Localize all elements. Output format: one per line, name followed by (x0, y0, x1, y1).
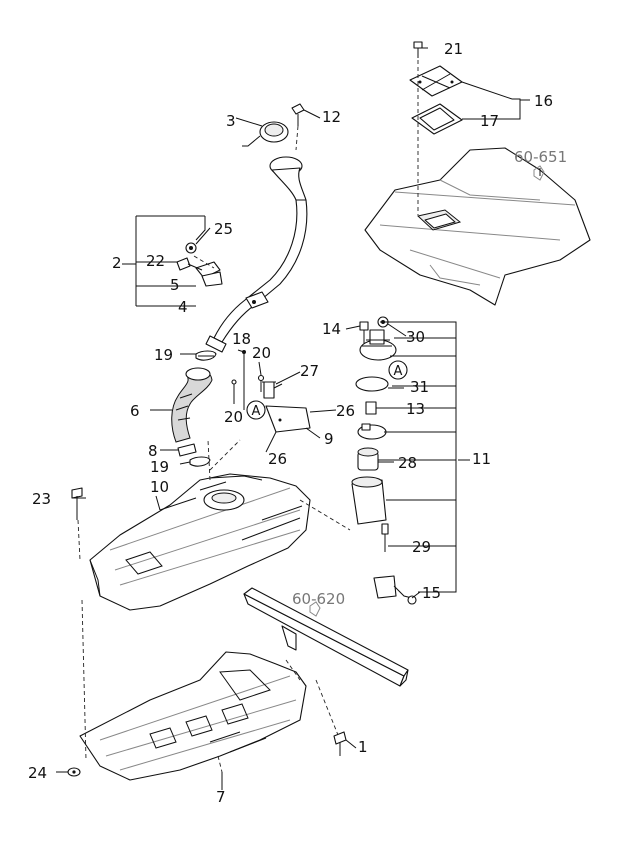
label-27: 27 (300, 362, 319, 380)
leader-dashed-bolt23 (77, 519, 81, 561)
fuel-tank (89, 473, 311, 611)
ref-label-crossmember: 60-620 (292, 590, 345, 608)
sender-plate (265, 405, 311, 433)
label-4: 4 (178, 298, 188, 316)
filler-bolt-22 (176, 257, 203, 271)
group-bracket-11 (378, 321, 457, 593)
label-18: 18 (232, 330, 251, 348)
sender-wire (373, 575, 417, 605)
label-8: 8 (148, 442, 158, 460)
filler-neck-pipe (205, 156, 308, 353)
access-cover-plate (409, 65, 463, 97)
label-12: 12 (322, 108, 341, 126)
label-17: 17 (480, 112, 499, 130)
label-26-lower: 26 (268, 450, 287, 468)
tank-bolt-23 (71, 487, 83, 520)
label-13: 13 (406, 400, 425, 418)
vent-valve (262, 381, 283, 399)
label-3: 3 (226, 112, 236, 130)
label-24: 24 (28, 764, 47, 782)
filler-cap (242, 121, 289, 147)
ref-tag-crossmember (309, 601, 321, 617)
ref-label-floor: 60-651 (514, 148, 567, 166)
cover-gasket (411, 103, 463, 135)
pump-cap (357, 423, 387, 440)
plate-nut-24 (67, 767, 81, 777)
label-15: 15 (422, 584, 441, 602)
crossmember (243, 587, 409, 687)
label-10: 10 (150, 478, 169, 496)
label-25: 25 (214, 220, 233, 238)
plate-bolt-1 (333, 731, 347, 756)
label-19-upper: 19 (154, 346, 173, 364)
fuel-pump-motor (357, 447, 379, 471)
ref-tag-floor (533, 165, 545, 181)
vent-pin-upper (257, 374, 265, 392)
pump-filter (365, 401, 377, 415)
label-29: 29 (412, 538, 431, 556)
label-23: 23 (32, 490, 51, 508)
label-5: 5 (170, 276, 180, 294)
filler-bracket (195, 261, 223, 287)
label-28: 28 (398, 454, 417, 472)
pump-o-ring (355, 376, 389, 392)
callout-a-right: A (388, 360, 408, 380)
label-30: 30 (406, 328, 425, 346)
leader-lines (56, 47, 541, 790)
filler-bolt-25 (185, 242, 197, 254)
label-6: 6 (130, 402, 140, 420)
filler-clamp (245, 291, 269, 309)
filler-cap-screw (291, 103, 305, 126)
callout-a-left: A (246, 400, 266, 420)
pump-screw (359, 321, 369, 344)
vent-rod (242, 350, 246, 410)
group-bracket-2 (135, 215, 205, 307)
callout-a-right-text: A (394, 364, 403, 379)
label-1: 1 (358, 738, 368, 756)
label-20-lower: 20 (224, 408, 243, 426)
label-14: 14 (322, 320, 341, 338)
hose-band (177, 443, 197, 457)
hose-clamp-upper (195, 350, 217, 361)
label-31: 31 (410, 378, 429, 396)
label-11: 11 (472, 450, 491, 468)
label-20-upper: 20 (252, 344, 271, 362)
label-22: 22 (146, 252, 165, 270)
label-16: 16 (534, 92, 553, 110)
cover-screw (413, 41, 423, 58)
filler-hose (171, 367, 213, 443)
floor-panel (364, 147, 591, 306)
label-7: 7 (216, 788, 226, 806)
tank-protector-plate (79, 651, 307, 781)
leader-dashed-tank (207, 439, 351, 531)
label-9: 9 (324, 430, 334, 448)
hose-clamp-lower (189, 456, 211, 467)
leader-dashed-cap (295, 125, 299, 151)
label-2: 2 (112, 254, 122, 272)
label-19-lower: 19 (150, 458, 169, 476)
label-21: 21 (444, 40, 463, 58)
pump-reservoir (351, 476, 387, 525)
vent-pin-lower (231, 379, 237, 398)
callout-a-left-text: A (252, 404, 261, 419)
leader-dashed-bracket (193, 255, 215, 269)
label-26-right: 26 (336, 402, 355, 420)
level-sensor (381, 523, 389, 552)
pump-flange (359, 329, 397, 361)
